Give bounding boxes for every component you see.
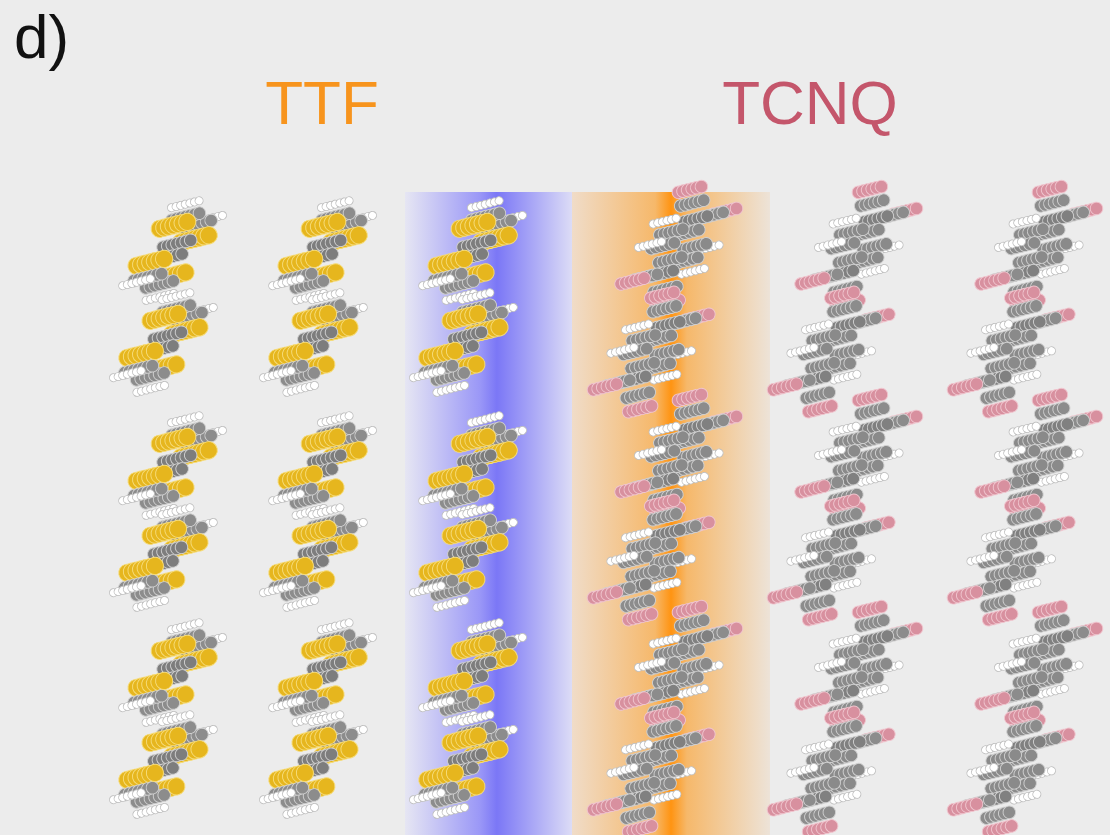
- molecule-label: TTF: [265, 72, 379, 134]
- ttf-stacks: [105, 193, 531, 821]
- molecule-label: TCNQ: [722, 72, 898, 134]
- highlight-band: [405, 192, 572, 835]
- panel-label: d): [14, 6, 69, 68]
- tcnq-stacks: [583, 177, 1107, 835]
